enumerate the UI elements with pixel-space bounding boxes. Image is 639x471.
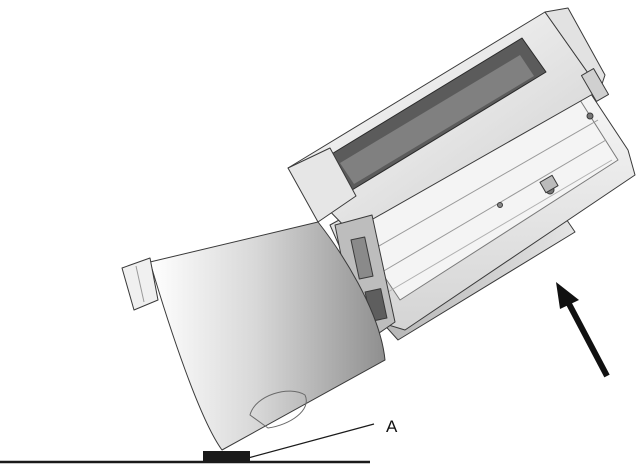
callout-a-label: A [386, 417, 398, 436]
part-a [203, 451, 250, 462]
direction-arrow [556, 282, 610, 378]
callout-a-leader [247, 423, 375, 459]
printer-mechanism [121, 7, 636, 451]
cover-end-block [287, 147, 357, 223]
drum-housing [149, 221, 386, 451]
